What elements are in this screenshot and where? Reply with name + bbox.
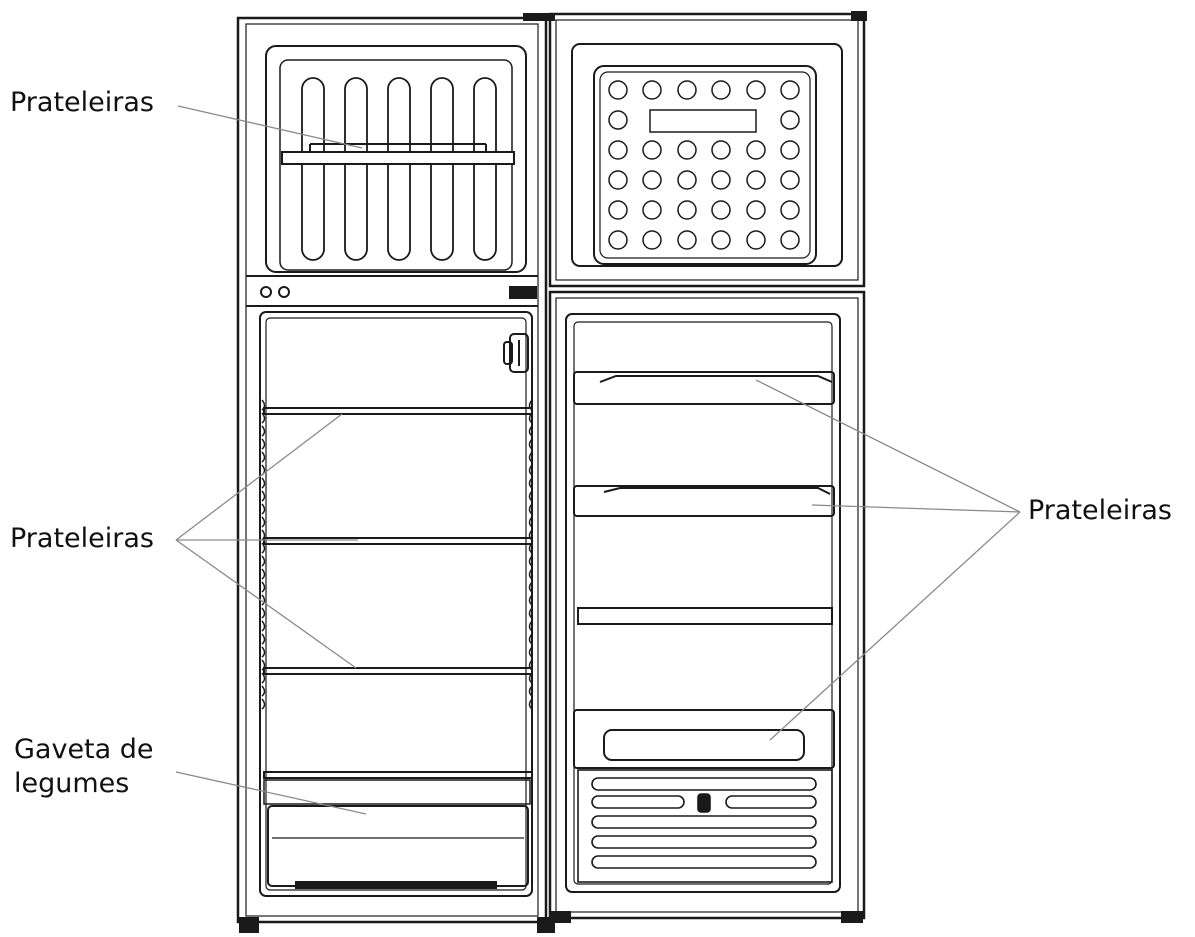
freezer-ribs xyxy=(301,77,497,261)
shelf-support-rib xyxy=(528,698,533,710)
door-dimple xyxy=(780,110,800,130)
shelf-supports xyxy=(261,399,533,710)
shelf-support-rib xyxy=(528,438,533,450)
label-vegetable-drawer-line2: legumes xyxy=(14,767,130,799)
leader-lines xyxy=(175,105,1021,815)
door-bins xyxy=(573,371,835,769)
door-grille xyxy=(577,769,833,883)
freezer-shelf xyxy=(281,143,515,165)
door-dimple xyxy=(608,140,628,160)
shelf-support-rib xyxy=(528,581,533,593)
door-dimple xyxy=(642,80,662,100)
door-dimple xyxy=(711,200,731,220)
door-dimple xyxy=(780,200,800,220)
door-dimple xyxy=(711,230,731,250)
shelf-support-rib xyxy=(528,425,533,437)
door-dimple xyxy=(711,80,731,100)
shelf-support-rib xyxy=(528,464,533,476)
shelf-support-rib xyxy=(261,503,266,515)
shelf-support-rib xyxy=(261,490,266,502)
shelf-support-rib xyxy=(261,672,266,684)
shelf-support-rib xyxy=(528,477,533,489)
shelf-support-rib xyxy=(261,594,266,606)
door-dimple xyxy=(711,170,731,190)
door-dimple xyxy=(780,170,800,190)
door-dimple xyxy=(677,170,697,190)
door-dimple xyxy=(608,200,628,220)
door-dimple xyxy=(642,140,662,160)
label-vegetable-drawer: Gaveta de legumes xyxy=(14,733,154,801)
freezer-compartment xyxy=(265,45,527,273)
thermostat-knob xyxy=(503,333,529,373)
shelf-support-rib xyxy=(528,568,533,580)
shelf-support-rib xyxy=(528,633,533,645)
door-dimple xyxy=(746,80,766,100)
shelf-support-rib xyxy=(261,477,266,489)
fridge-door xyxy=(548,290,866,923)
door-dimple xyxy=(746,170,766,190)
door-dimple xyxy=(642,230,662,250)
shelf-support-rib xyxy=(261,620,266,632)
door-dimple xyxy=(780,230,800,250)
shelf-support-rib xyxy=(261,646,266,658)
door-dimple xyxy=(746,230,766,250)
cabinet-body xyxy=(236,16,555,933)
shelf-support-rib xyxy=(261,568,266,580)
fridge-shelves xyxy=(263,407,533,779)
shelf-support-rib xyxy=(261,399,266,411)
door-dimple xyxy=(780,140,800,160)
shelf-support-rib xyxy=(261,451,266,463)
shelf-support-rib xyxy=(261,659,266,671)
label-freezer-shelves: Prateleiras xyxy=(10,87,154,118)
shelf-support-rib xyxy=(261,438,266,450)
door-dimple xyxy=(642,170,662,190)
door-dimple xyxy=(677,230,697,250)
control-buttons xyxy=(260,286,537,299)
label-vegetable-drawer-line1: Gaveta de xyxy=(14,734,154,765)
shelf-support-rib xyxy=(261,529,266,541)
door-dimple xyxy=(780,80,800,100)
freezer-door xyxy=(523,11,867,288)
shelf-support-rib xyxy=(261,698,266,710)
shelf-support-rib xyxy=(261,685,266,697)
shelf-support-rib xyxy=(261,516,266,528)
door-dimple xyxy=(608,110,628,130)
door-dimple xyxy=(677,200,697,220)
shelf-support-rib xyxy=(528,451,533,463)
shelf-support-rib xyxy=(261,633,266,645)
door-dimple xyxy=(711,140,731,160)
shelf-support-rib xyxy=(261,425,266,437)
shelf-support-rib xyxy=(261,555,266,567)
shelf-support-rib xyxy=(528,646,533,658)
shelf-support-rib xyxy=(528,555,533,567)
crisper-drawer xyxy=(263,779,531,889)
door-dimple xyxy=(608,170,628,190)
shelf-support-rib xyxy=(528,516,533,528)
shelf-support-rib xyxy=(261,542,266,554)
shelf-support-rib xyxy=(528,490,533,502)
shelf-support-rib xyxy=(261,581,266,593)
shelf-support-rib xyxy=(528,685,533,697)
door-dimple xyxy=(608,230,628,250)
fridge-compartment xyxy=(259,311,533,897)
shelf-support-rib xyxy=(261,412,266,424)
shelf-support-rib xyxy=(261,607,266,619)
door-dimple xyxy=(642,200,662,220)
shelf-support-rib xyxy=(528,503,533,515)
door-dimple xyxy=(677,80,697,100)
door-dimples xyxy=(608,80,800,250)
label-fridge-shelves: Prateleiras xyxy=(10,523,154,554)
label-door-shelves: Prateleiras xyxy=(1028,495,1172,526)
shelf-support-rib xyxy=(528,620,533,632)
door-dimple xyxy=(608,80,628,100)
shelf-support-rib xyxy=(528,594,533,606)
shelf-support-rib xyxy=(528,607,533,619)
door-dimple xyxy=(746,200,766,220)
door-dimple xyxy=(677,140,697,160)
door-dimple xyxy=(746,140,766,160)
